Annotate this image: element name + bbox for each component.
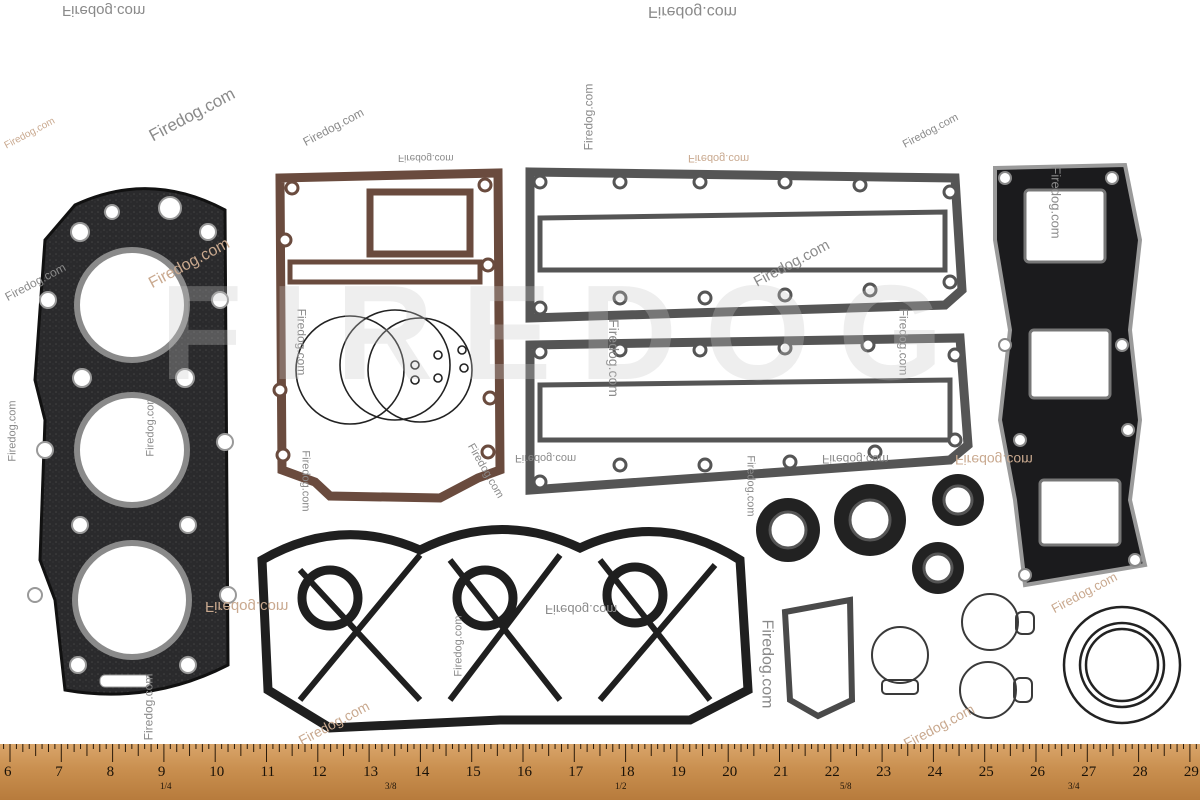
ruler-number: 6	[4, 764, 12, 780]
small-gaskets	[781, 593, 1035, 720]
exhaust-gasket-bottom	[525, 333, 973, 495]
ruler-number: 9	[157, 764, 166, 780]
ruler-number: 28	[1132, 764, 1148, 780]
ruler-number: 27	[1081, 764, 1097, 780]
ruler-number: 14	[414, 764, 430, 780]
ruler-number: 24	[927, 764, 943, 780]
ruler-number: 7	[55, 764, 63, 780]
ruler-number: 19	[670, 764, 686, 780]
head-cover-gasket	[257, 525, 753, 733]
ruler-number: 11	[260, 764, 275, 780]
o-rings	[1062, 605, 1182, 725]
ruler-number: 10	[209, 764, 225, 780]
ruler-number: 18	[619, 764, 635, 780]
base-gasket	[272, 168, 505, 503]
ruler-number: 22	[824, 764, 840, 780]
intake-gasket	[993, 162, 1148, 588]
ruler-fraction: 3/4	[1068, 781, 1080, 791]
ruler-fraction: 1/4	[160, 781, 172, 791]
ruler-number: 23	[876, 764, 892, 780]
head-gasket	[27, 187, 237, 696]
ruler-fraction: 5/8	[840, 781, 852, 791]
ruler-number: 13	[363, 764, 379, 780]
ruler-number: 16	[517, 764, 532, 780]
exhaust-gasket-top	[525, 167, 967, 323]
ruler-number: 17	[568, 764, 584, 780]
ruler-ticks	[3, 744, 1197, 762]
ruler-number: 8	[106, 764, 115, 780]
ruler-number: 21	[773, 764, 789, 780]
ruler-fraction: 3/8	[385, 781, 397, 791]
ruler-number: 15	[465, 764, 481, 780]
ruler-number: 25	[978, 764, 994, 780]
ruler-number: 20	[722, 764, 738, 780]
ruler-number: 29	[1183, 764, 1199, 780]
ruler-number: 26	[1030, 764, 1045, 780]
oil-seals	[756, 474, 984, 594]
thin-o-rings	[295, 309, 473, 425]
ruler-number: 12	[311, 764, 327, 780]
ruler-fraction: 1/2	[615, 781, 627, 791]
